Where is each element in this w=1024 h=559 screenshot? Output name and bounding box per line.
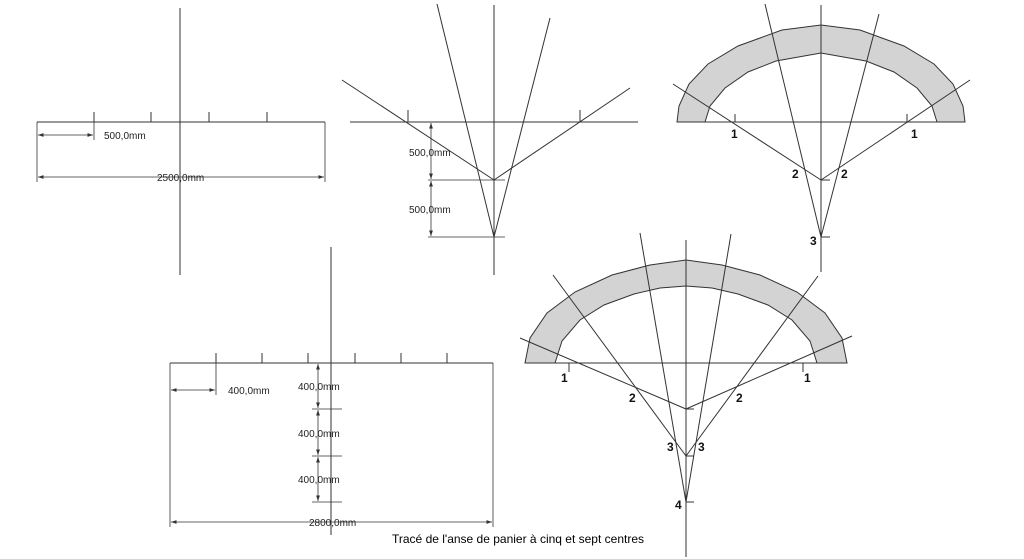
seven-centre-arch: 1 1 2 2 3 3 4	[519, 232, 853, 557]
arch5-radius	[672, 83, 822, 181]
five-centre-arch: 1 1 2 2 3	[672, 3, 971, 272]
arch5-radius	[764, 3, 822, 238]
arch7-radius	[685, 233, 732, 503]
arch7-centre-label: 2	[736, 391, 743, 405]
arch5-centre-label: 2	[792, 167, 799, 181]
arch5-centre-label: 1	[731, 127, 738, 141]
step7-dim-v1-text: 400,0mm	[298, 382, 340, 393]
arch7-centre-label: 1	[561, 371, 568, 385]
arch7-radius	[552, 274, 687, 457]
step2-ray	[341, 79, 495, 181]
arch5-radius	[820, 13, 880, 238]
arch7-centre-label: 2	[629, 391, 636, 405]
arch5-centre-label: 3	[810, 234, 817, 248]
arch7-centre-label: 1	[804, 371, 811, 385]
arch5-centre-label: 1	[911, 127, 918, 141]
step7-dim-small-text: 400,0mm	[228, 386, 270, 397]
arch7-centre-label: 4	[675, 498, 682, 512]
arch5-centre-label: 2	[841, 167, 848, 181]
step2-ray	[493, 17, 551, 238]
step7-dim-span-text: 2800,0mm	[309, 518, 356, 529]
step2-ray	[436, 3, 495, 238]
arch7-radius	[519, 337, 687, 410]
arch7-centre-label: 3	[667, 440, 674, 454]
arch7-radius	[685, 335, 853, 410]
arch5-radius	[820, 79, 971, 181]
drawing-title: Tracé de l'anse de panier à cinq et sept…	[392, 532, 644, 546]
arch7-centre-label: 3	[698, 440, 705, 454]
arch7-radius	[639, 232, 687, 503]
step2-centres-construction: 500,0mm 500,0mm	[341, 3, 638, 275]
step7-divisions: 400,0mm 2800,0mm 400,0mm 400,0mm 400,0mm	[169, 247, 494, 535]
step7-dim-v2-text: 400,0mm	[298, 429, 340, 440]
step1-dim-span-text: 2500,0mm	[157, 173, 204, 184]
step2-dim-upper-text: 500,0mm	[409, 148, 451, 159]
step2-ray	[493, 87, 631, 181]
arch7-radius	[685, 275, 819, 457]
step1-dim-small-text: 500,0mm	[104, 131, 146, 142]
step7-dim-v3-text: 400,0mm	[298, 475, 340, 486]
step2-dim-lower-text: 500,0mm	[409, 205, 451, 216]
step1-base-divisions: 500,0mm 2500,0mm	[36, 8, 326, 275]
